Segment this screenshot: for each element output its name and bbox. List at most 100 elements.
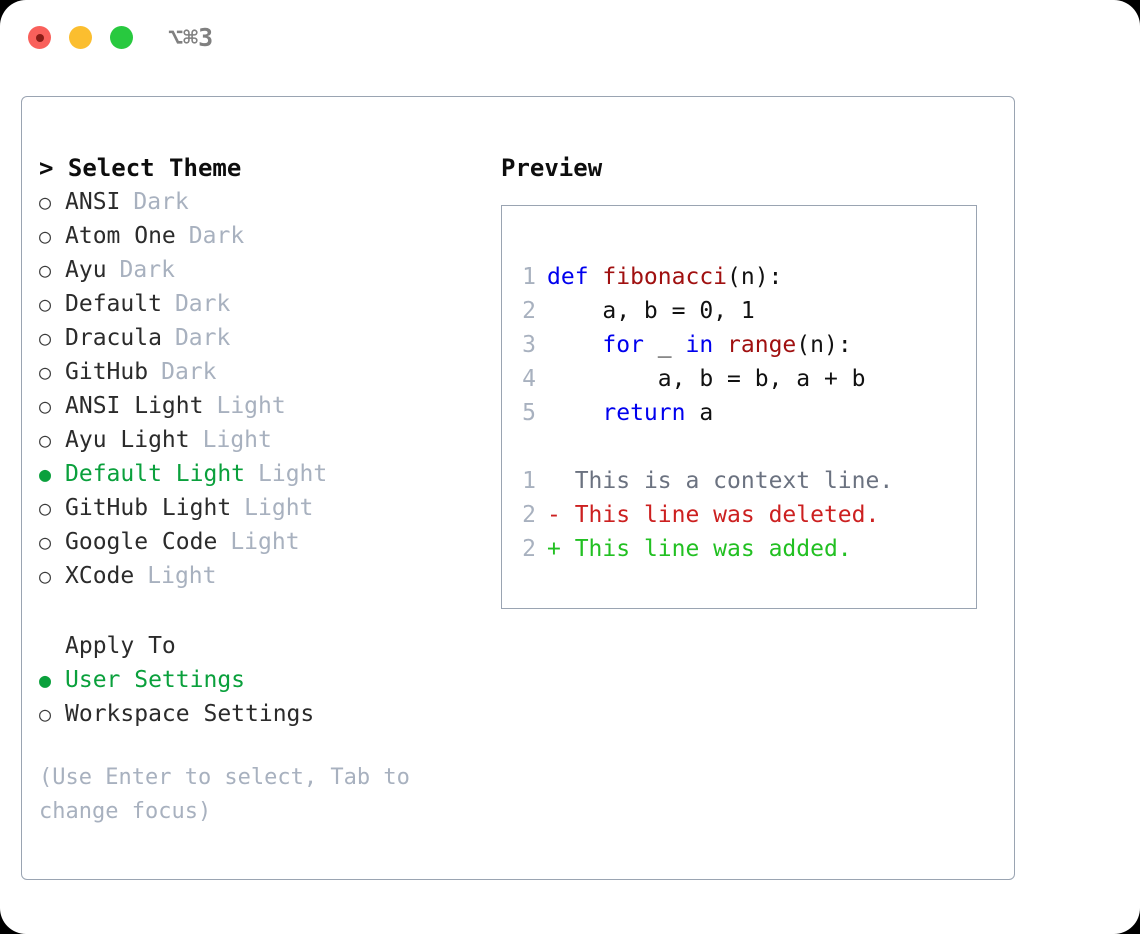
zoom-button[interactable]	[110, 26, 133, 49]
radio-unselected-icon: ○	[39, 326, 52, 350]
radio-unselected-icon: ○	[39, 394, 52, 418]
theme-option-ansi-light[interactable]: ○ ANSI Light Light	[39, 389, 469, 423]
option-label: XCode	[65, 563, 135, 589]
code-token: a, b = b, a + b	[547, 366, 866, 392]
theme-variant-tag: Dark	[119, 257, 175, 283]
theme-variant-tag: Light	[202, 427, 272, 453]
option-label: Atom One	[65, 223, 176, 249]
select-theme-heading: > Select Theme	[39, 154, 242, 182]
theme-variant-tag: Light	[147, 563, 217, 589]
diff-line: 2+ This line was added.	[520, 532, 893, 566]
theme-option-atom-one[interactable]: ○ Atom One Dark	[39, 219, 469, 253]
close-button[interactable]	[28, 26, 51, 49]
window-titlebar: ⌥⌘3	[0, 0, 1140, 78]
radio-unselected-icon: ○	[39, 360, 52, 384]
theme-variant-tag: Dark	[174, 325, 231, 351]
theme-variant-tag: Light	[216, 393, 286, 419]
theme-option-google-code[interactable]: ○ Google Code Light	[39, 525, 469, 559]
minimize-button[interactable]	[69, 26, 92, 49]
radio-unselected-icon: ○	[39, 428, 52, 452]
diff-text: This line was added.	[560, 536, 852, 562]
diff-text: This line was deleted.	[560, 502, 880, 528]
line-number: 2	[522, 536, 536, 562]
radio-unselected-icon: ○	[39, 564, 52, 588]
line-number: 2	[522, 298, 536, 324]
theme-option-default[interactable]: ○ Default Dark	[39, 287, 469, 321]
section-spacer	[39, 593, 469, 629]
code-token	[713, 332, 727, 358]
apply-to-list[interactable]: ● User Settings ○ Workspace Settings	[39, 663, 469, 731]
radio-selected-icon: ●	[39, 462, 52, 486]
code-token: (n):	[727, 264, 783, 290]
apply-to-heading: Apply To	[65, 633, 176, 659]
option-label: Default Light	[65, 461, 246, 487]
option-label: Workspace Settings	[65, 701, 315, 727]
apply-target-workspace-settings[interactable]: ○ Workspace Settings	[39, 697, 469, 731]
option-label: ANSI Light	[65, 393, 204, 419]
line-number: 5	[522, 400, 536, 426]
diff-text: This is a context line.	[560, 468, 894, 494]
radio-unselected-icon: ○	[39, 530, 52, 554]
radio-selected-icon: ●	[39, 668, 52, 692]
line-number: 3	[522, 332, 536, 358]
line-number: 2	[522, 502, 536, 528]
code-token	[547, 332, 602, 358]
code-token: return	[602, 400, 686, 426]
line-number: 1	[522, 468, 536, 494]
option-label: ANSI	[65, 189, 121, 215]
code-blank-line	[520, 430, 893, 464]
code-token	[547, 400, 602, 426]
code-token: range	[727, 332, 797, 358]
code-line: 2 a, b = 0, 1	[520, 294, 893, 328]
code-token: _	[643, 332, 686, 358]
code-token: fibonacci	[602, 264, 728, 290]
code-line: 3 for _ in range(n):	[520, 328, 893, 362]
diff-line: 2- This line was deleted.	[520, 498, 893, 532]
option-label: User Settings	[65, 667, 246, 693]
code-line: 1 def fibonacci(n):	[520, 260, 893, 294]
theme-variant-tag: Dark	[188, 223, 245, 249]
theme-variant-tag: Light	[244, 495, 314, 521]
code-token: a	[685, 400, 714, 426]
theme-option-default-light[interactable]: ● Default Light Light	[39, 457, 469, 491]
line-number: 4	[522, 366, 536, 392]
code-token: in	[685, 332, 714, 358]
theme-variant-tag: Dark	[133, 189, 189, 215]
keyboard-hint-text: (Use Enter to select, Tab to change focu…	[39, 765, 424, 824]
line-number: 1	[522, 264, 536, 290]
preview-heading: Preview	[501, 154, 603, 182]
radio-unselected-icon: ○	[39, 292, 52, 316]
keyboard-shortcut-label: ⌥⌘3	[168, 23, 214, 52]
traffic-light-buttons	[28, 26, 133, 49]
theme-option-xcode[interactable]: ○ XCode Light	[39, 559, 469, 593]
theme-variant-tag: Light	[230, 529, 300, 555]
radio-unselected-icon: ○	[39, 702, 52, 726]
option-label: Google Code	[65, 529, 218, 555]
code-line: 5 return a	[520, 396, 893, 430]
code-line: 4 a, b = b, a + b	[520, 362, 893, 396]
diff-marker	[547, 468, 561, 494]
radio-unselected-icon: ○	[39, 224, 52, 248]
theme-variant-tag: Dark	[174, 291, 231, 317]
radio-unselected-icon: ○	[39, 496, 52, 520]
apply-target-user-settings[interactable]: ● User Settings	[39, 663, 469, 697]
theme-option-github-light[interactable]: ○ GitHub Light Light	[39, 491, 469, 525]
option-label: GitHub Light	[65, 495, 232, 521]
code-token: a, b = 0, 1	[547, 298, 755, 324]
code-token: def	[547, 264, 603, 290]
diff-line: 1 This is a context line.	[520, 464, 893, 498]
theme-variant-tag: Light	[258, 461, 328, 487]
code-token: (n):	[796, 332, 852, 358]
option-label: Default	[65, 291, 162, 317]
